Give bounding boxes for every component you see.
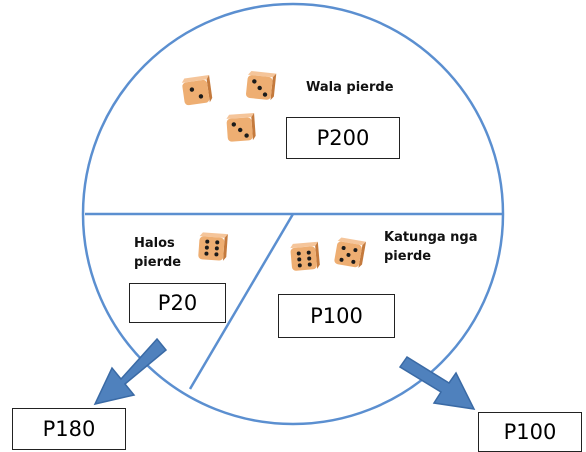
left-section-label: Halos pierde	[134, 234, 181, 272]
right-label-line1: Katunga nga	[384, 230, 478, 245]
slanted-divider	[188, 213, 295, 390]
top-section-label: Wala pierde	[306, 80, 394, 95]
right-section-label: Katunga nga pierde	[384, 228, 478, 266]
dice-icon	[198, 232, 228, 262]
right-label-line2: pierde	[384, 249, 432, 264]
pie-circle	[81, 2, 505, 426]
arrow-down-left-icon	[93, 337, 168, 406]
dice-icon	[181, 75, 213, 106]
arrow-down-right-icon	[398, 355, 476, 410]
dice-icon	[333, 236, 367, 269]
left-amount-box: P20	[129, 283, 226, 323]
dice-icon	[245, 70, 277, 101]
right-amount-box: P100	[278, 294, 395, 338]
left-label-line2: pierde	[134, 255, 182, 270]
left-output-box: P180	[12, 408, 126, 450]
right-output-box: P100	[478, 412, 582, 452]
top-amount-box: P200	[286, 117, 400, 159]
dice-icon	[289, 241, 321, 272]
dice-icon	[226, 112, 256, 142]
left-label-line1: Halos	[134, 236, 175, 251]
